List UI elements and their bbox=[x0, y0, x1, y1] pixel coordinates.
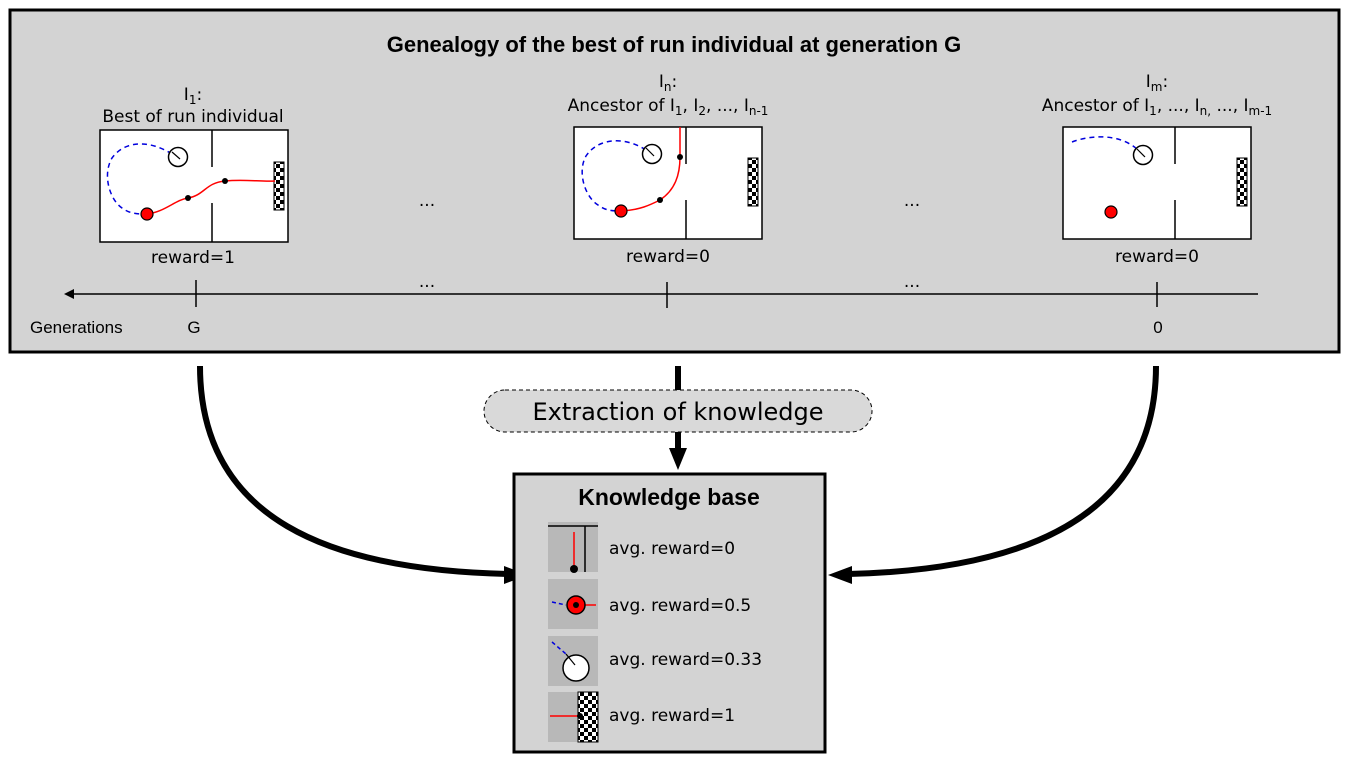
start-circle-icon bbox=[548, 636, 598, 686]
goal-icon bbox=[1236, 157, 1248, 207]
individual-1-label: I1: bbox=[184, 85, 202, 107]
wall-icon bbox=[548, 522, 598, 573]
kb-entry-label: avg. reward=0.33 bbox=[609, 650, 762, 670]
goal-icon bbox=[273, 161, 285, 211]
ball-icon bbox=[140, 207, 154, 221]
individual-n-desc: Ancestor of I1, I2, ..., In-1 bbox=[568, 96, 769, 118]
axis-name: Generations bbox=[30, 318, 123, 337]
ball-icon bbox=[614, 204, 628, 218]
goal-icon bbox=[747, 157, 759, 207]
panel-title: Genealogy of the best of run individual … bbox=[387, 32, 962, 57]
ball-icon bbox=[548, 579, 598, 629]
individual-1: I1: Best of run individual reward=1 bbox=[99, 85, 289, 268]
goal-icon bbox=[548, 691, 599, 743]
individual-m: Im: Ancestor of I1, ..., In, ..., Im-1 r… bbox=[1042, 72, 1272, 267]
individual-n-label: In: bbox=[659, 72, 677, 94]
knowledge-base-title: Knowledge base bbox=[578, 484, 759, 510]
kb-entry: avg. reward=0 bbox=[548, 522, 735, 573]
individual-1-reward: reward=1 bbox=[151, 248, 235, 268]
ellipsis: ... bbox=[904, 272, 920, 292]
left-arrow bbox=[197, 365, 509, 577]
individual-n: In: Ancestor of I1, I2, ..., In-1 reward… bbox=[568, 72, 769, 267]
ellipsis: ... bbox=[419, 191, 435, 211]
individual-m-label: Im: bbox=[1146, 72, 1168, 94]
kb-entry-label: avg. reward=0 bbox=[609, 539, 735, 559]
kb-entry: avg. reward=0.33 bbox=[548, 636, 762, 686]
kb-entry: avg. reward=0.5 bbox=[548, 579, 751, 629]
field-m bbox=[1062, 126, 1252, 240]
flow-arrows bbox=[197, 365, 1159, 584]
ellipsis: ... bbox=[904, 191, 920, 211]
individual-m-desc: Ancestor of I1, ..., In, ..., Im-1 bbox=[1042, 96, 1272, 118]
process-text: Extraction of knowledge bbox=[533, 398, 824, 426]
axis-tick-label-g: G bbox=[187, 318, 200, 337]
kb-entry-label: avg. reward=1 bbox=[609, 706, 735, 726]
field-n bbox=[573, 126, 763, 240]
kb-entry: avg. reward=1 bbox=[548, 691, 735, 743]
kb-entry-label: avg. reward=0.5 bbox=[609, 596, 751, 616]
axis-tick-label-0: 0 bbox=[1153, 318, 1162, 337]
individual-n-reward: reward=0 bbox=[626, 247, 710, 267]
ellipsis: ... bbox=[419, 272, 435, 292]
individual-1-desc: Best of run individual bbox=[102, 107, 283, 127]
right-arrow bbox=[847, 365, 1159, 577]
generations-axis: Generations G 0 bbox=[30, 280, 1258, 337]
knowledge-base: Knowledge base avg. reward=0 avg. reward… bbox=[512, 472, 827, 754]
field-1 bbox=[99, 129, 289, 243]
individual-m-reward: reward=0 bbox=[1115, 247, 1199, 267]
ball-icon bbox=[1104, 205, 1118, 219]
process-label: Extraction of knowledge bbox=[483, 389, 873, 433]
